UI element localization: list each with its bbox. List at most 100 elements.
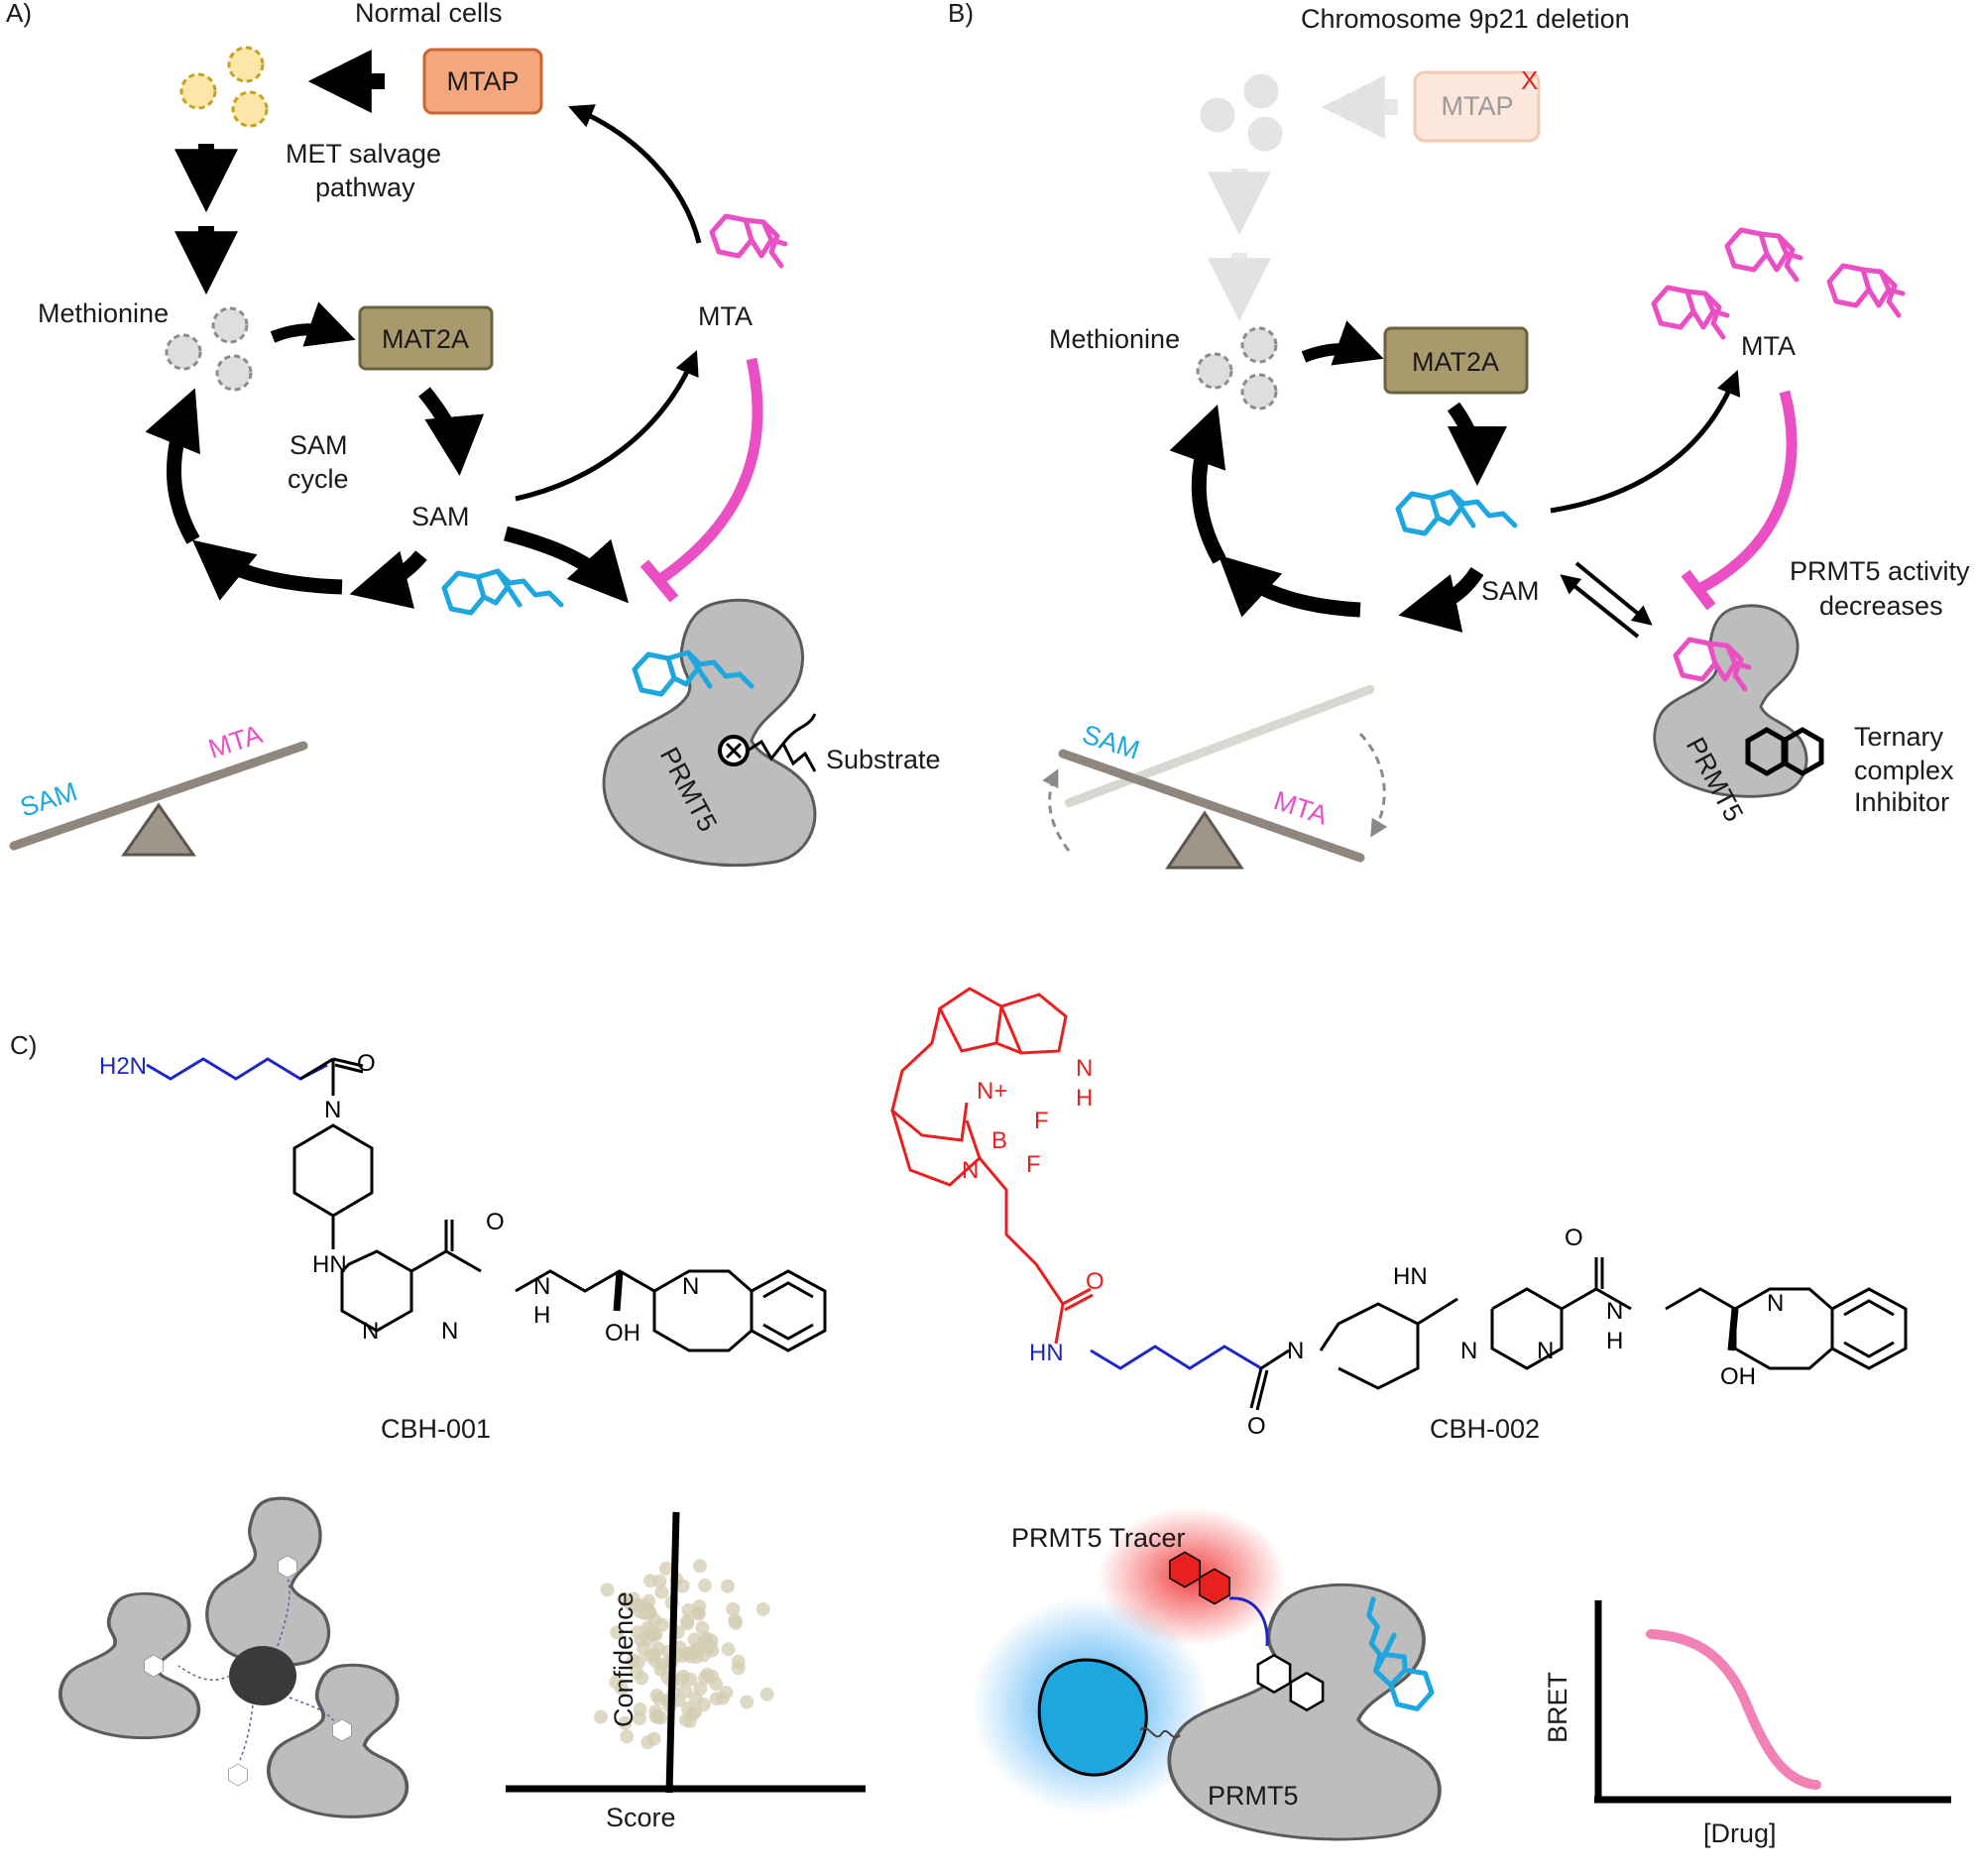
scatter-point [682, 1713, 697, 1728]
cbh-002-f-1: F [1034, 1108, 1049, 1134]
sam-to-mta-arrow-b [1550, 370, 1741, 514]
prmt5-protein-icon-b [1653, 604, 1808, 798]
scatter-point [646, 1628, 661, 1643]
scatter-points [594, 1559, 774, 1750]
substrate-branch [781, 713, 817, 745]
scatter-point [703, 1640, 718, 1654]
mtap-box [422, 48, 543, 115]
sam-cycle-label-1: SAM [290, 430, 348, 460]
mtap-deleted-x: X [1521, 65, 1538, 95]
substrate-x-mark [725, 742, 743, 760]
mta-molecule-icon-b1 [1727, 230, 1801, 280]
cbh-002-o-bottom: O [1247, 1413, 1266, 1440]
scatter-point [594, 1709, 608, 1724]
mta-inhibition-line [655, 357, 763, 585]
scatter-point [635, 1671, 649, 1686]
scatter-point [618, 1715, 633, 1730]
cbh-001-n-pyr-1: N [362, 1318, 379, 1345]
panel-a: A) Normal cells MTAP MET salvage pathway… [6, 0, 941, 868]
mat2a-box-b [1383, 326, 1529, 395]
sam-to-mta-arrow [515, 350, 699, 502]
bret-x-label: [Drug] [1703, 1818, 1777, 1848]
scatter-point [610, 1625, 625, 1640]
panel-a-label: A) [6, 0, 32, 28]
scatter-point [698, 1578, 712, 1592]
cbh-001-n-thiq: N [682, 1273, 699, 1300]
nanoluc-icon [1037, 1658, 1148, 1777]
faded-salvage-icon [1200, 73, 1283, 152]
mat2a-label-b: MAT2A [1412, 347, 1499, 377]
panel-b: B) Chromosome 9p21 deletion MTAP X Methi… [948, 0, 1970, 870]
mta-inhibition-bar [639, 559, 679, 603]
methionine-label: Methionine [38, 298, 169, 328]
mtap-label: MTAP [447, 66, 520, 96]
cbh-001-nh-n: N [533, 1273, 550, 1300]
substrate-label: Substrate [826, 745, 941, 774]
scatter-point [653, 1662, 668, 1677]
equilibrium-arrow-back [1560, 574, 1640, 639]
cbh-002-o-amide-red: O [1086, 1268, 1104, 1295]
methionine-icon [165, 306, 253, 392]
scatter-point [721, 1642, 736, 1657]
seesaw-fulcrum [121, 802, 196, 857]
cbh-002-nh-n: N [1606, 1298, 1623, 1325]
ternary-label-3: Inhibitor [1854, 787, 1949, 817]
scatter-point [658, 1561, 673, 1576]
docking-illustration [58, 1496, 409, 1819]
tilt-arrow-left [1042, 768, 1071, 852]
scatter-point [728, 1612, 743, 1627]
methionine-to-mat2a-arrow-b [1301, 320, 1384, 366]
cycle-left-arrow [145, 388, 200, 544]
sam-label: SAM [411, 502, 470, 531]
scatter-point [726, 1601, 741, 1616]
scatter-point [688, 1691, 703, 1705]
cbh-001-o-top: O [357, 1050, 376, 1077]
scatter-plot: Confidence Score [506, 1511, 866, 1832]
cbh-001-o-amide: O [486, 1209, 505, 1235]
scatter-point [600, 1583, 615, 1597]
mta-label-b: MTA [1741, 331, 1796, 361]
panel-c: C) H2N O N HN O N H N N OH N C [10, 987, 1951, 1848]
seesaw-beam-ghost [1064, 684, 1375, 808]
sam-to-sah-arrow-b [1398, 566, 1484, 633]
scatter-point [692, 1559, 707, 1574]
methionine-icon-b [1196, 326, 1278, 410]
scatter-point [695, 1620, 710, 1635]
cbh-001-nh-h: H [533, 1302, 550, 1329]
seesaw-beam [9, 741, 308, 851]
mta-molecule-icon-b3 [1654, 288, 1727, 337]
cycle-lower-arrow [192, 539, 343, 601]
mtap-box-deleted [1413, 70, 1541, 143]
sam-cycle-label-2: cycle [288, 464, 349, 494]
cbh-001-n-pyr-2: N [441, 1318, 458, 1345]
docking-core [229, 1646, 296, 1705]
cbh-002-n-pip: N [1287, 1338, 1304, 1364]
ternary-label-1: Ternary [1854, 722, 1944, 752]
seesaw-sam-label: SAM [17, 776, 81, 823]
mta-label: MTA [698, 301, 753, 331]
scatter-point [681, 1602, 696, 1617]
bret-plot: BRET [Drug] [1543, 1600, 1951, 1848]
tracer-linker [1228, 1596, 1269, 1647]
methionine-label-b: Methionine [1049, 324, 1180, 354]
sam-molecule-icon [444, 571, 561, 613]
scatter-point [756, 1602, 770, 1616]
methionine-salvage-icon [179, 46, 269, 128]
cbh-002-oh: OH [1720, 1363, 1756, 1390]
cbh-002-o-amide: O [1565, 1225, 1583, 1251]
scatter-point [620, 1729, 635, 1744]
met-salvage-label-1: MET salvage [286, 139, 441, 169]
seesaw-mta-label-b: MTA [1270, 785, 1332, 831]
cbh-001-hn: HN [312, 1251, 347, 1278]
scatter-point [721, 1579, 735, 1593]
mta-inhibition-line-b [1694, 390, 1798, 595]
sam-to-prmt5-arrow [504, 526, 630, 604]
mat2a-to-sam-arrow [418, 387, 485, 476]
scatter-point [680, 1613, 695, 1628]
panel-c-label: C) [10, 1030, 37, 1060]
scatter-point [609, 1675, 624, 1690]
cbh-002-structure: N+ B F F N N H O HN O N HN N N O N H OH … [890, 987, 1908, 1440]
scatter-point [683, 1672, 698, 1687]
scatter-point [637, 1598, 651, 1613]
